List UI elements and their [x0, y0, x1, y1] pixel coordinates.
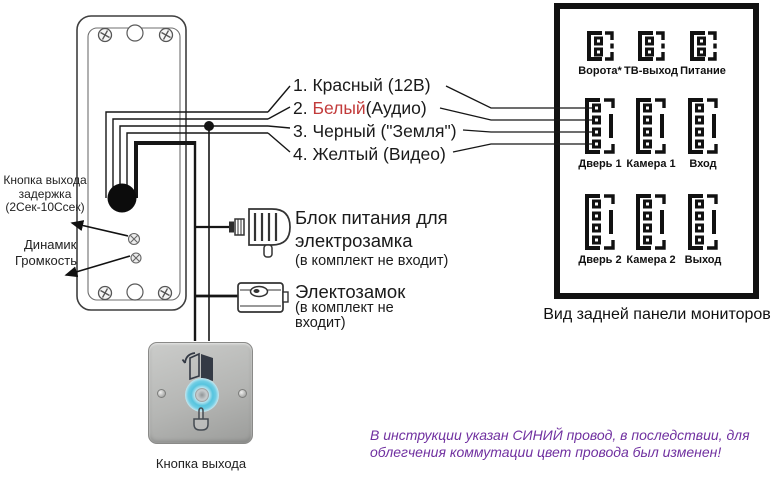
- volume-label: Громкость: [15, 253, 77, 268]
- top-notch: [126, 24, 144, 42]
- button-core: [195, 388, 209, 402]
- connector-label: Камера 2: [626, 254, 676, 266]
- connector-4pin-icon: [634, 97, 668, 155]
- connector-2pin-icon: [688, 30, 718, 62]
- wire-label-text: 2.: [293, 98, 313, 118]
- wire-label-1: 1. Красный (12В): [293, 74, 457, 97]
- panel-screw-icon: [97, 27, 174, 301]
- wire-label-text: 4. Желтый (Видео): [293, 144, 446, 164]
- connector-input: Вход: [673, 97, 733, 170]
- connector-label: Питание: [680, 65, 726, 77]
- monitor-caption: Вид задней панели мониторов: [543, 306, 771, 323]
- psu-note: (в комплект не входит): [295, 253, 449, 269]
- door-station-drawing: [76, 15, 187, 311]
- connector-label: Выход: [684, 254, 722, 266]
- exit-delay-line3: (2Сек-10Ссек): [5, 200, 85, 214]
- illuminated-button[interactable]: [185, 378, 219, 412]
- exit-button-plate: [148, 342, 253, 444]
- lock-note-line2: входит): [295, 315, 346, 331]
- connector-power: Питание: [673, 30, 733, 77]
- exit-delay-line1: Кнопка выхода: [3, 173, 87, 187]
- bottom-notch: [126, 283, 144, 301]
- footnote-line2: облегчения коммутации цвет провода был и…: [370, 443, 722, 460]
- connector-door2: Дверь 2: [570, 193, 630, 266]
- wire-label-4: 4. Желтый (Видео): [293, 143, 457, 166]
- adjustment-screw-icon: [127, 232, 142, 264]
- connector-camera1: Камера 1: [621, 97, 681, 170]
- connector-label: Вход: [689, 158, 717, 170]
- wire-label-text: (Аудио): [365, 98, 427, 118]
- hand-press-icon: [193, 407, 209, 431]
- exit-button-caption: Кнопка выхода: [155, 456, 247, 471]
- wire-color-list: 1. Красный (12В) 2. Белый(Аудио) 3. Черн…: [293, 74, 457, 166]
- psu-title-line1: Блок питания для: [295, 207, 448, 228]
- door-icon: [181, 352, 213, 381]
- camera-lens: [107, 183, 137, 213]
- connector-label: ТВ-выход: [624, 65, 678, 77]
- connector-4pin-icon: [686, 193, 720, 251]
- connector-gate: Ворота*: [570, 30, 630, 77]
- lock-note-line1: (в комплект не: [295, 300, 394, 316]
- plate-screw-icon: [238, 389, 247, 398]
- connector-4pin-icon: [583, 97, 617, 155]
- exit-delay-line2: задержка: [18, 186, 72, 201]
- wire-black-ground: [119, 125, 268, 198]
- wire-thick-lock: [134, 141, 195, 198]
- connector-camera2: Камера 2: [621, 193, 681, 266]
- psu-title-line2: электрозамка: [295, 230, 413, 251]
- footnote: В инструкции указан СИНИЙ провод, в посл…: [370, 427, 780, 460]
- connector-label: Ворота*: [578, 65, 622, 77]
- wire-red-12v: [105, 111, 268, 198]
- monitor-rear-panel: Ворота* ТВ-выход Питание Дверь 1 Камера …: [554, 3, 759, 299]
- connector-4pin-icon: [634, 193, 668, 251]
- wire-label-2: 2. Белый(Аудио): [293, 97, 457, 120]
- plate-screw-icon: [157, 389, 166, 398]
- footnote-line1: В инструкции указан СИНИЙ провод, в посл…: [370, 427, 750, 443]
- connector-label: Дверь 1: [578, 158, 622, 170]
- connector-2pin-icon: [585, 30, 615, 62]
- wire-label-3: 3. Черный ("Земля"): [293, 120, 457, 143]
- connector-tv-out: ТВ-выход: [621, 30, 681, 77]
- wire-label-red-text: Белый: [312, 98, 366, 118]
- wire-white-audio: [112, 118, 268, 198]
- wire-label-text: 1. Красный (12В): [293, 75, 431, 95]
- arrow-exit-delay: [70, 220, 129, 237]
- lock-circuit-wires: [134, 121, 239, 341]
- connector-label: Дверь 2: [578, 254, 622, 266]
- lock-icon: [237, 282, 289, 313]
- connector-output: Выход: [673, 193, 733, 266]
- connector-2pin-icon: [636, 30, 666, 62]
- connector-label: Камера 1: [626, 158, 676, 170]
- wire-label-text: 3. Черный ("Земля"): [293, 121, 457, 141]
- wire-junction-dot: [204, 121, 214, 131]
- wire-fan-left: [267, 85, 291, 153]
- psu-icon: [229, 208, 291, 258]
- exit-delay-label: Кнопка выхода задержка (2Сек-10Ссек): [0, 173, 90, 215]
- connector-door1: Дверь 1: [570, 97, 630, 170]
- speaker-label: Динамик: [24, 237, 77, 252]
- connector-4pin-icon: [583, 193, 617, 251]
- connector-4pin-icon: [686, 97, 720, 155]
- wire-yellow-video: [126, 132, 268, 198]
- lock-title: Электозамок: [295, 281, 406, 302]
